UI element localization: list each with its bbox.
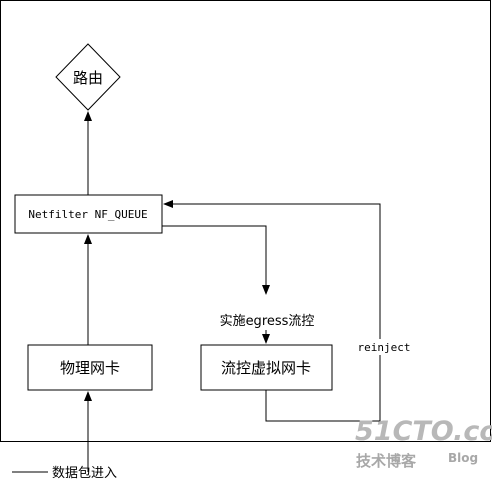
physical-nic-node: 物理网卡 <box>27 344 153 391</box>
netfilter-label: Netfilter NF_QUEUE <box>28 208 147 221</box>
router-node: 路由 <box>55 43 121 111</box>
site-watermark: 51CTO.com 技术博客 Blog <box>355 416 492 470</box>
arrow-netfilter-to-virtual <box>162 225 270 295</box>
reinject-label-bg <box>355 339 411 355</box>
packet-in-label: 数据包进入 <box>52 466 117 481</box>
watermark-logo: 51CTO.com <box>355 416 492 447</box>
reinject-label: reinject <box>358 341 411 354</box>
netfilter-node: Netfilter NF_QUEUE <box>14 194 163 234</box>
watermark-subtitle: 技术博客 <box>356 452 417 470</box>
physical-nic-box <box>27 344 153 391</box>
watermark-blog: Blog <box>448 451 478 465</box>
netfilter-box <box>14 194 163 234</box>
diagram-frame <box>0 0 491 442</box>
reinject-path <box>163 200 381 422</box>
router-diamond <box>55 43 121 111</box>
egress-label: 实施egress流控 <box>220 314 315 329</box>
virtual-nic-node: 流控虚拟网卡 <box>200 344 333 391</box>
virtual-nic-label: 流控虚拟网卡 <box>221 359 311 377</box>
router-label: 路由 <box>73 69 103 87</box>
virtual-nic-box <box>200 344 333 391</box>
physical-nic-label: 物理网卡 <box>60 359 120 377</box>
